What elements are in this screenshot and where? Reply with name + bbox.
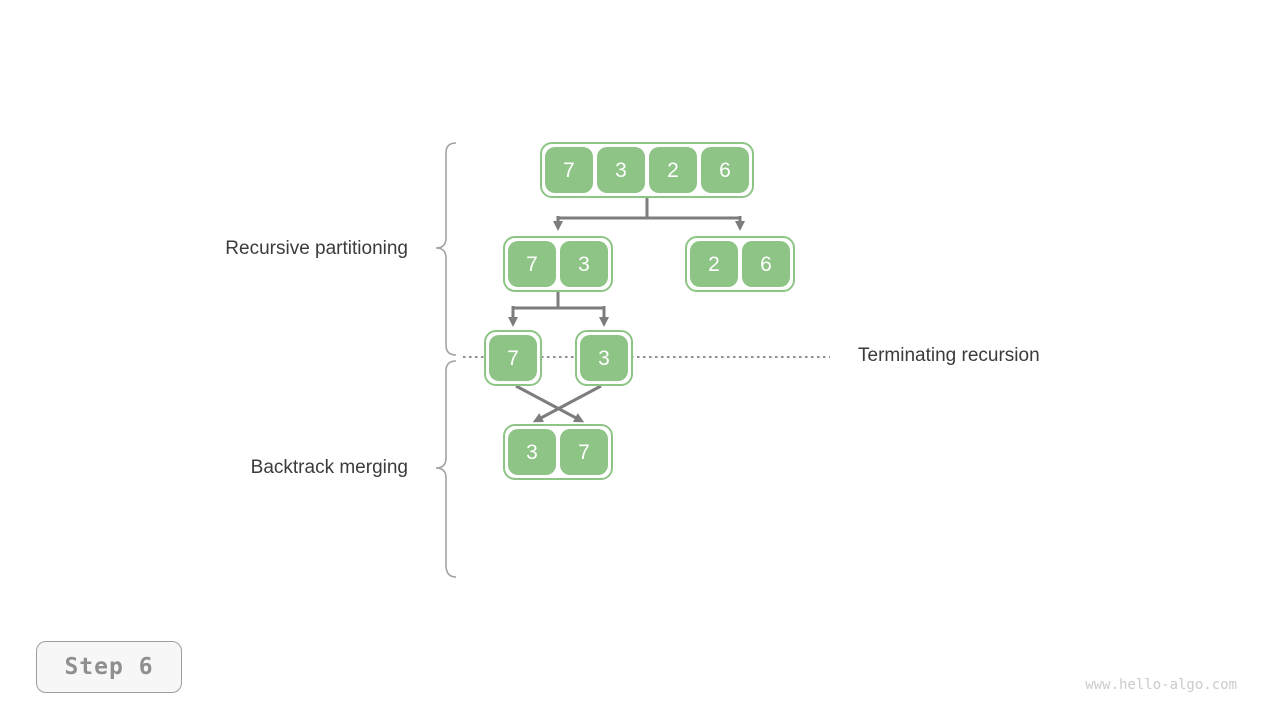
array-cell: 3 [560,241,608,287]
watermark: www.hello-algo.com [1085,677,1237,693]
backtrack-merging-label: Backtrack merging [250,457,408,478]
array-merged-pair: 3 7 [503,424,613,480]
array-cell: 2 [690,241,738,287]
array-cell: 6 [701,147,749,193]
array-cell: 3 [580,335,628,381]
array-cell: 7 [508,241,556,287]
array-single-right: 3 [575,330,633,386]
array-cell: 3 [508,429,556,475]
backtrack-merging-brace [435,360,457,578]
array-cell: 6 [742,241,790,287]
recursive-partitioning-brace [435,142,457,356]
array-right-pair: 2 6 [685,236,795,292]
array-cell: 7 [489,335,537,381]
array-single-left: 7 [484,330,542,386]
terminating-recursion-label: Terminating recursion [858,345,1040,366]
step-badge: Step 6 [36,641,182,693]
array-cell: 7 [545,147,593,193]
array-root: 7 3 2 6 [540,142,754,198]
array-cell: 7 [560,429,608,475]
array-cell: 3 [597,147,645,193]
recursive-partitioning-label: Recursive partitioning [225,238,408,259]
array-cell: 2 [649,147,697,193]
array-left-pair: 7 3 [503,236,613,292]
